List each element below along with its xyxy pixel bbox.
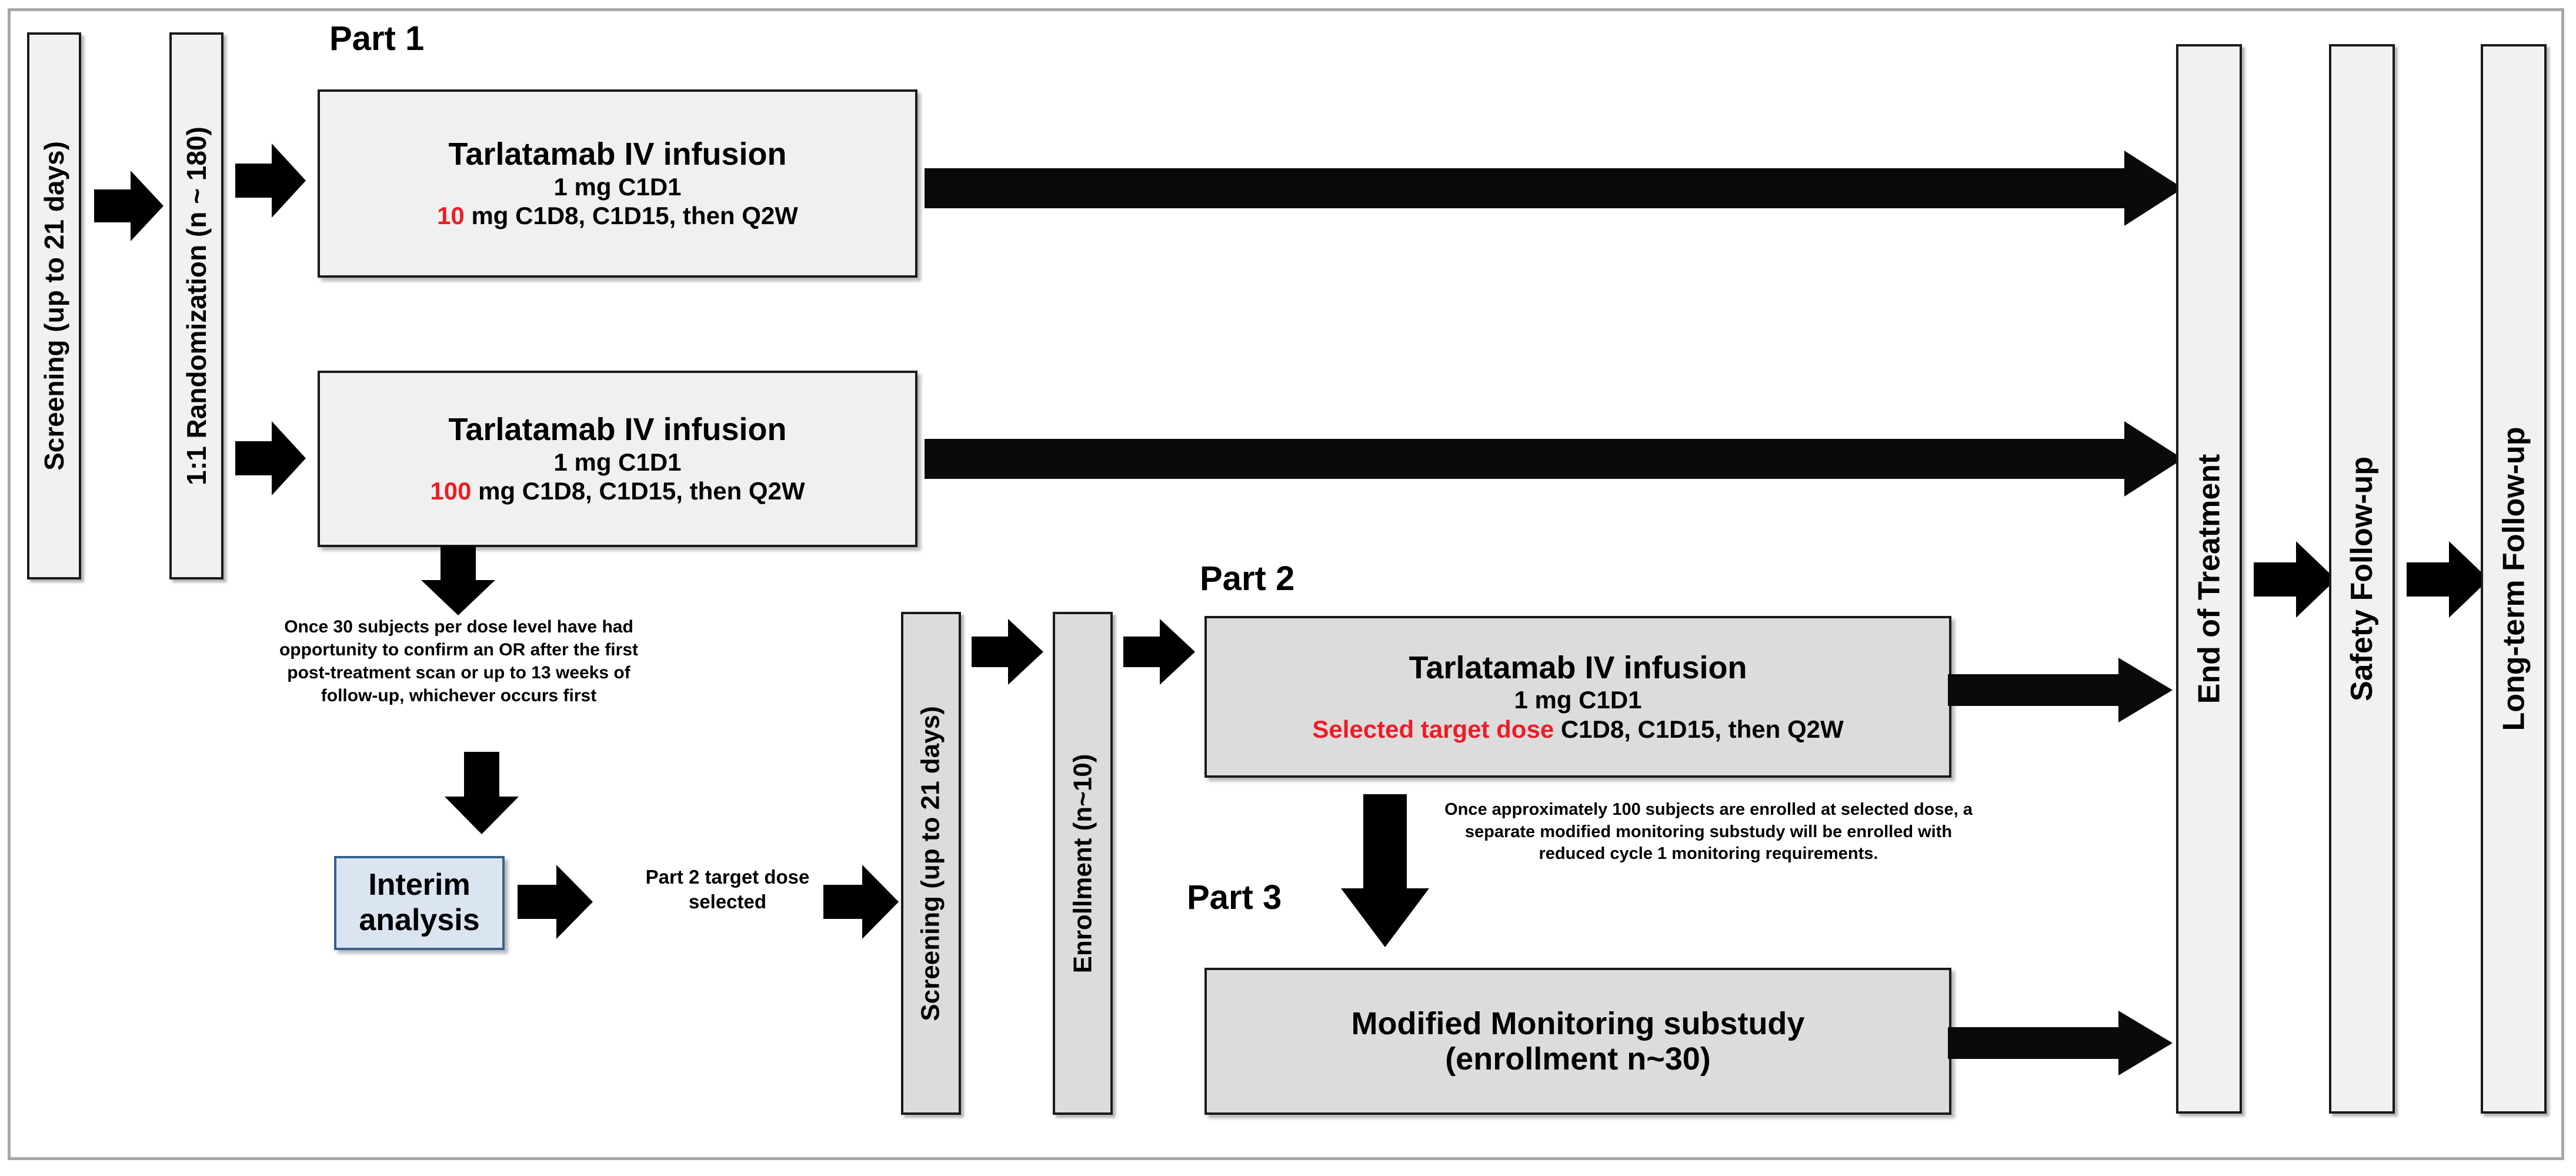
stage-enrollment-part2: Enrollment (n~10)	[1053, 612, 1113, 1115]
arrow-arm-b-to-end-of-treatment	[925, 421, 2183, 497]
arrow-dose-selected-to-screening	[823, 865, 899, 939]
part1-arm-b-drug: Tarlatamab IV infusion	[448, 412, 787, 448]
arrow-eot-to-safety-followup	[2254, 541, 2336, 618]
stage-end-of-treatment-label: End of Treatment	[2192, 454, 2226, 704]
arrow-note-to-interim-analysis	[445, 752, 519, 834]
arrow-randomization-to-arm-a	[235, 144, 306, 218]
stage-safety-followup: Safety Follow-up	[2329, 44, 2395, 1114]
stage-randomization-label: 1:1 Randomization (n ~ 180)	[181, 126, 212, 485]
part3-label: Part 3	[1187, 878, 1282, 917]
part1-arm-a-dose-rest: mg C1D8, C1D15, then Q2W	[464, 202, 798, 230]
part1-label: Part 1	[329, 19, 425, 58]
arrow-screening-to-enrollment	[972, 619, 1043, 685]
part2-dose-c1d1: 1 mg C1D1	[1514, 686, 1642, 714]
part3-box-line1: Modified Monitoring substudy	[1351, 1005, 1805, 1041]
part2-drug: Tarlatamab IV infusion	[1409, 649, 1747, 685]
part3-note: Once approximately 100 subjects are enro…	[1444, 800, 1973, 864]
part1-arm-b-box: Tarlatamab IV infusion 1 mg C1D1 100 mg …	[318, 371, 917, 547]
part2-dose-rest: C1D8, C1D15, then Q2W	[1554, 715, 1844, 743]
stage-screening-part1: Screening (up to 21 days)	[27, 32, 81, 579]
stage-longterm-followup-label: Long-term Follow-up	[2497, 427, 2531, 731]
interim-analysis-line2: analysis	[359, 903, 480, 937]
part2-dose-value: Selected target dose	[1312, 715, 1554, 743]
part3-box-line2: (enrollment n~30)	[1445, 1041, 1711, 1077]
stage-enrollment-part2-label: Enrollment (n~10)	[1068, 754, 1097, 973]
part1-arm-a-dose-line: 10 mg C1D8, C1D15, then Q2W	[437, 201, 798, 231]
dose-selected-caption: Part 2 target dose selected	[645, 866, 810, 913]
arrow-interim-to-dose-selected	[518, 865, 593, 939]
part1-arm-a-drug: Tarlatamab IV infusion	[448, 136, 787, 172]
part3-box: Modified Monitoring substudy (enrollment…	[1204, 968, 1951, 1115]
arrow-arm-a-to-end-of-treatment	[925, 151, 2183, 226]
part2-dose-line: Selected target dose C1D8, C1D15, then Q…	[1312, 715, 1843, 744]
stage-longterm-followup: Long-term Follow-up	[2481, 44, 2547, 1114]
stage-safety-followup-label: Safety Follow-up	[2345, 457, 2379, 701]
part2-box: Tarlatamab IV infusion 1 mg C1D1 Selecte…	[1204, 616, 1951, 778]
stage-end-of-treatment: End of Treatment	[2176, 44, 2242, 1114]
arrow-part3-to-end-of-treatment	[1948, 1011, 2173, 1075]
stage-screening-part2: Screening (up to 21 days)	[901, 612, 961, 1115]
stage-screening-part1-label: Screening (up to 21 days)	[39, 141, 70, 471]
interim-analysis-box: Interim analysis	[334, 856, 505, 950]
arrow-arm-b-to-interim-note	[421, 546, 495, 615]
arrow-part2-to-part3	[1341, 794, 1429, 947]
interim-analysis-line1: Interim	[368, 868, 471, 902]
part1-arm-b-dose-line: 100 mg C1D8, C1D15, then Q2W	[430, 477, 805, 506]
part1-arm-a-dose-c1d1: 1 mg C1D1	[553, 172, 682, 201]
arrow-randomization-to-arm-b	[235, 421, 306, 495]
arrow-screening-to-randomization	[94, 171, 163, 241]
part1-arm-a-box: Tarlatamab IV infusion 1 mg C1D1 10 mg C…	[318, 89, 917, 278]
part1-arm-a-dose-value: 10	[437, 202, 465, 230]
arrow-part2-to-end-of-treatment	[1948, 658, 2173, 722]
stage-screening-part2-label: Screening (up to 21 days)	[916, 705, 945, 1021]
part1-arm-b-dose-rest: mg C1D8, C1D15, then Q2W	[471, 477, 805, 505]
part1-interim-note: Once 30 subjects per dose level have had…	[279, 617, 638, 705]
part2-label: Part 2	[1200, 559, 1295, 598]
part1-arm-b-dose-value: 100	[430, 477, 472, 505]
arrow-enrollment-to-part2	[1123, 619, 1195, 685]
arrow-safety-to-longterm-followup	[2407, 541, 2489, 618]
part1-arm-b-dose-c1d1: 1 mg C1D1	[553, 448, 682, 476]
stage-randomization: 1:1 Randomization (n ~ 180)	[169, 32, 223, 579]
